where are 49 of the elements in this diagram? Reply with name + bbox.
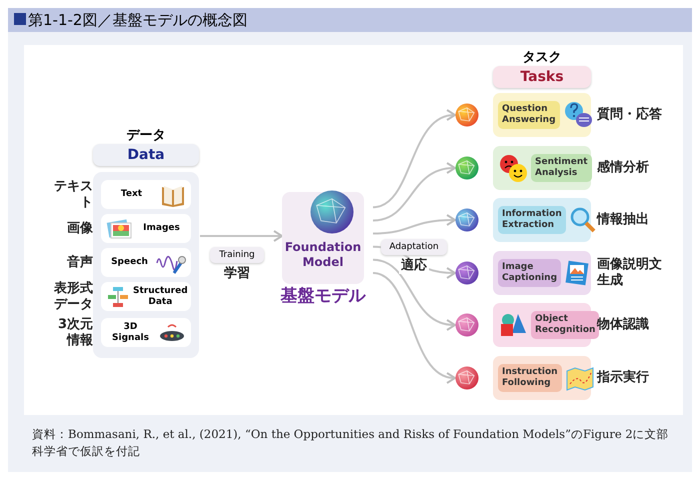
japanese-label: 3次元情報: [56, 316, 93, 348]
header-box: Data: [93, 144, 199, 166]
japanese-label: 画像: [66, 220, 93, 236]
task-label: Image Captioning: [498, 259, 562, 287]
japanese-label: 情報抽出: [597, 212, 650, 228]
model-box: [282, 192, 364, 284]
step-label: Training: [210, 247, 264, 263]
item-label: Text: [120, 189, 144, 200]
model-label: Foundation Model: [284, 240, 362, 270]
arrow: [372, 162, 456, 222]
task-card: [493, 146, 591, 190]
japanese-label: 画像説明文生成: [597, 257, 663, 289]
data-item: [101, 180, 191, 209]
item-label: Structured Data: [133, 286, 188, 308]
caption: 資料：Bommasani, R., et al., (2021), “On the Opportunities and Risks of Foundation Models”のFigure 2に文部科学省で仮訳を付記: [32, 426, 670, 460]
japanese-label: 表形式データ: [53, 280, 93, 312]
figure-title: 第1-1-2図／基盤モデルの概念図: [28, 10, 248, 30]
item-label: 3D Signals: [111, 322, 150, 344]
task-card: [493, 356, 591, 400]
japanese-label: 質問・応答: [597, 107, 663, 123]
header-box: Tasks: [493, 66, 591, 88]
japanese-label: 指示実行: [597, 370, 650, 386]
japanese-label: 音声: [66, 254, 93, 270]
data-item: [101, 282, 191, 311]
data-item: [101, 214, 191, 243]
japanese-label: 基盤モデル: [280, 286, 367, 306]
data-panel: [93, 172, 199, 358]
japanese-label: テキスト: [53, 178, 93, 210]
data-item: [101, 248, 191, 277]
item-label: Speech: [110, 257, 149, 268]
task-label: Instruction Following: [498, 364, 562, 392]
arrow: [372, 258, 456, 330]
arrow: [372, 214, 456, 234]
heading: タスク: [522, 50, 562, 66]
arrow: [372, 272, 456, 383]
heading: データ: [126, 128, 166, 144]
arrow: [372, 110, 456, 208]
task-label: Sentiment Analysis: [531, 154, 592, 182]
task-label: Question Answering: [498, 101, 560, 129]
task-card: [493, 251, 591, 295]
task-card: [493, 93, 591, 137]
step-label: Adaptation: [381, 239, 447, 255]
data-item: [101, 318, 191, 347]
arrow: [200, 230, 283, 242]
japanese-label: 学習: [222, 266, 252, 282]
task-label: Information Extraction: [498, 206, 566, 234]
japanese-label: 感情分析: [597, 160, 650, 176]
item-label: Images: [142, 223, 181, 234]
japanese-label: 適応: [399, 258, 429, 274]
